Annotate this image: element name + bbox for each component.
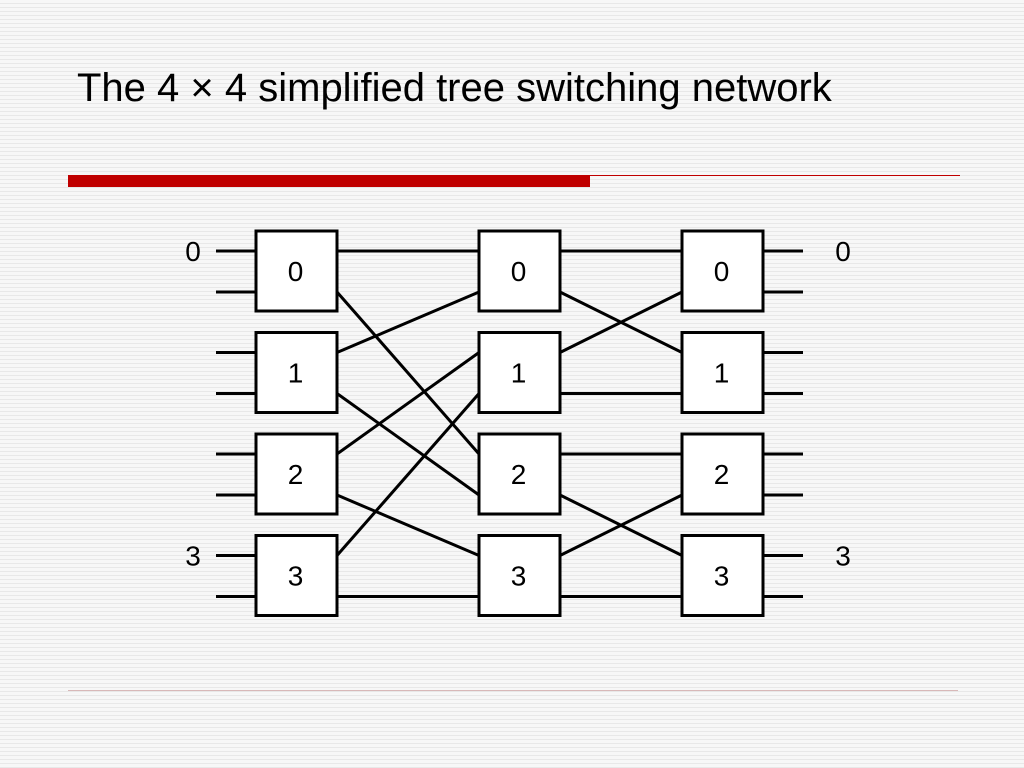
links-layer bbox=[335, 249, 683, 598]
switch-label: 2 bbox=[288, 459, 304, 490]
switch-label: 3 bbox=[511, 561, 527, 592]
switch-box bbox=[680, 534, 765, 617]
switch-box bbox=[680, 331, 765, 414]
link-s2-3-0-to-s3-2-1 bbox=[559, 493, 683, 557]
switch-label: 3 bbox=[714, 561, 730, 592]
switch-label: 1 bbox=[288, 358, 304, 389]
slide-title: The 4 × 4 simplified tree switching netw… bbox=[77, 66, 832, 110]
switch-stage-3-0: 0 bbox=[680, 229, 765, 313]
output-port-label-0: 0 bbox=[835, 236, 851, 267]
footer-rule bbox=[68, 690, 958, 691]
title-accent-rule bbox=[68, 175, 590, 187]
switch-box bbox=[254, 432, 339, 516]
switches-layer: 0 1 2 3 0 1 2 3 0 1 2 3 bbox=[254, 229, 765, 617]
switch-box bbox=[254, 331, 339, 414]
switch-stage-2-1: 1 bbox=[477, 331, 562, 414]
title-thin-rule bbox=[590, 175, 960, 176]
switch-label: 3 bbox=[288, 561, 304, 592]
switch-stage-1-0: 0 bbox=[254, 229, 339, 313]
output-port-label-3: 3 bbox=[835, 541, 851, 572]
switch-box bbox=[477, 534, 562, 617]
stage-1: 0 1 2 3 bbox=[254, 229, 339, 617]
switch-box bbox=[477, 432, 562, 516]
switch-stage-2-0: 0 bbox=[477, 229, 562, 313]
switch-box bbox=[254, 229, 339, 313]
switch-stage-2-2: 2 bbox=[477, 432, 562, 516]
link-s2-1-0-to-s3-0-1 bbox=[559, 290, 683, 354]
switch-stage-2-3: 3 bbox=[477, 534, 562, 617]
switch-box bbox=[680, 229, 765, 313]
switch-label: 0 bbox=[511, 256, 527, 287]
input-port-label-3: 3 bbox=[185, 541, 201, 572]
switch-label: 1 bbox=[511, 358, 527, 389]
switch-label: 0 bbox=[714, 256, 730, 287]
link-s1-3-0-to-s2-1-1 bbox=[335, 392, 481, 557]
link-s1-1-1-to-s2-2-1 bbox=[336, 392, 480, 497]
switch-stage-1-2: 2 bbox=[254, 432, 339, 516]
switch-box bbox=[477, 331, 562, 414]
port-labels-layer: 0 3 0 3 bbox=[185, 236, 851, 572]
input-port-label-0: 0 bbox=[185, 236, 201, 267]
link-s1-2-1-to-s2-3-0 bbox=[336, 493, 480, 557]
link-s1-1-0-to-s2-0-1 bbox=[336, 290, 480, 354]
switch-box bbox=[477, 229, 562, 313]
link-s1-2-0-to-s2-1-0 bbox=[336, 351, 480, 456]
switch-label: 1 bbox=[714, 358, 730, 389]
switch-stage-3-3: 3 bbox=[680, 534, 765, 617]
switch-box bbox=[680, 432, 765, 516]
switch-label: 0 bbox=[288, 256, 304, 287]
port-stubs-layer bbox=[216, 249, 803, 598]
switch-stage-1-3: 3 bbox=[254, 534, 339, 617]
stage-3: 0 1 2 3 bbox=[680, 229, 765, 617]
switch-stage-3-2: 2 bbox=[680, 432, 765, 516]
link-s1-0-1-to-s2-2-0 bbox=[335, 291, 481, 455]
switch-stage-3-1: 1 bbox=[680, 331, 765, 414]
switch-box bbox=[254, 534, 339, 617]
switch-label: 2 bbox=[714, 459, 730, 490]
stage-2: 0 1 2 3 bbox=[477, 229, 562, 617]
switch-label: 2 bbox=[511, 459, 527, 490]
switch-stage-1-1: 1 bbox=[254, 331, 339, 414]
